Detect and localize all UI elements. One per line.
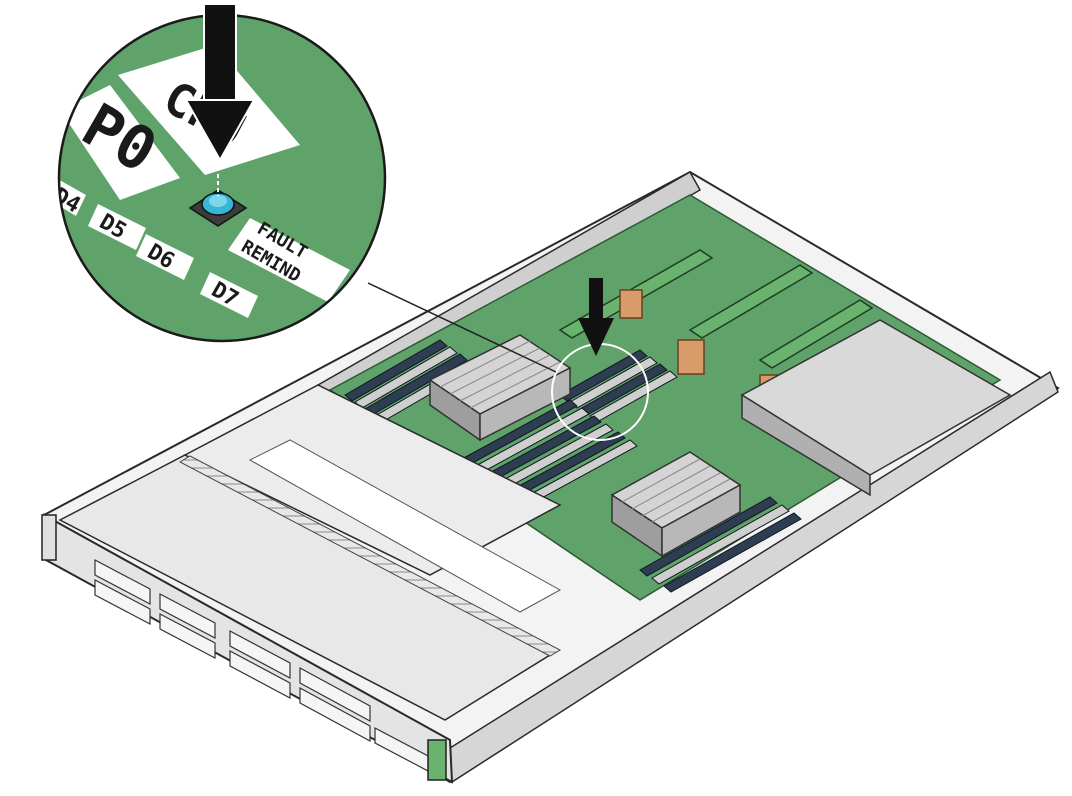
heatsink-cpu1 [610, 451, 742, 558]
callout-leader-line [367, 282, 557, 373]
d5-label-plate [88, 204, 146, 250]
power-supply-bay [740, 319, 1012, 497]
front-handle-right [427, 739, 447, 781]
down-arrow-icon [184, 3, 256, 163]
top-cover [58, 384, 562, 721]
fault-remind-label-plate [228, 218, 350, 302]
drive-bays [94, 559, 431, 773]
front-handle-left [41, 514, 57, 561]
heatsink-cpu0 [428, 334, 572, 442]
down-arrow-icon [578, 278, 614, 356]
d4-label-plate [59, 178, 86, 216]
d7-label-plate [200, 272, 258, 318]
d6-label-plate [136, 234, 194, 280]
fault-remind-button-icon [188, 189, 248, 227]
p0-label-plate [60, 85, 180, 200]
dimm-bank-cpu1 [459, 399, 802, 593]
